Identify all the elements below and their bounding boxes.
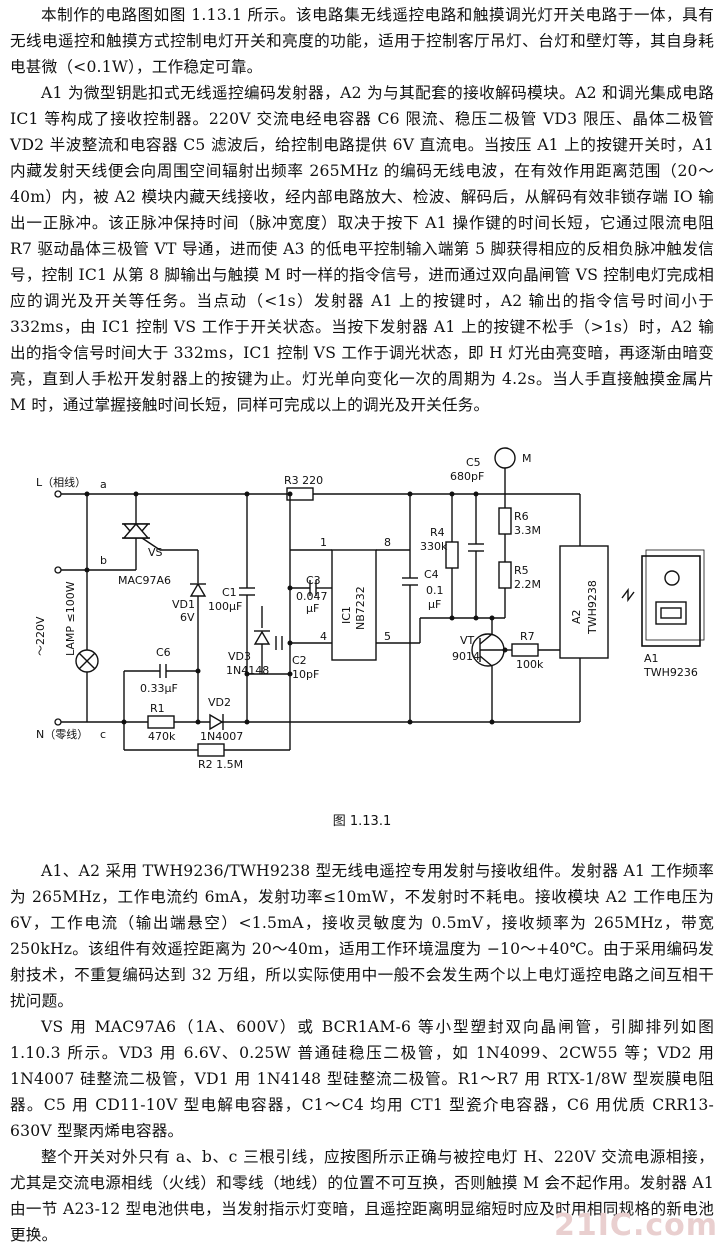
label-a1-model: TWH9236 xyxy=(643,666,698,679)
label-r5: R5 xyxy=(514,564,529,577)
label-node-a: a xyxy=(100,478,107,491)
paragraph-components-list: VS 用 MAC97A6（1A、600V）或 BCR1AM-6 等小型塑封双向晶… xyxy=(10,1018,714,1140)
label-r5-value: 2.2M xyxy=(514,578,541,591)
label-ic1-model: NB7232 xyxy=(354,586,367,630)
label-N-line: N（零线） xyxy=(36,727,88,741)
figure-caption: 图 1.13.1 xyxy=(332,814,392,829)
paragraph-intro: 本制作的电路图如图 1.13.1 所示。该电路集无线遥控电路和触摸调光灯开关电路… xyxy=(10,6,714,76)
label-c6-value: 0.33μF xyxy=(140,682,178,695)
label-lamp: LAMP ≤100W xyxy=(64,581,77,656)
label-node-b: b xyxy=(100,554,107,567)
label-vs: VS xyxy=(148,546,163,559)
label-ic1: IC1 xyxy=(340,606,353,624)
paragraph-wiring-notes: 整个开关对外只有 a、b、c 三根引线，应按图所示正确与被控电灯 H、220V … xyxy=(10,1148,714,1244)
label-node-c: c xyxy=(100,728,106,741)
label-c1-value: 100μF xyxy=(208,600,242,613)
watermark-logo: 21IC.com xyxy=(554,1208,718,1243)
label-c1: C1 xyxy=(222,586,237,599)
label-a2: A2 xyxy=(570,609,583,624)
label-r4: R4 xyxy=(430,526,445,539)
label-vs-model: MAC97A6 xyxy=(118,574,171,587)
label-m: M xyxy=(522,452,532,465)
label-r7-value: 100k xyxy=(516,658,544,671)
label-L-line: L（相线） xyxy=(36,475,86,489)
label-vd1: VD1 xyxy=(172,598,195,611)
label-c6: C6 xyxy=(156,646,171,659)
label-pin4: 4 xyxy=(320,630,327,643)
label-pin5: 5 xyxy=(384,630,391,643)
label-r4-value: 330k xyxy=(420,540,448,553)
label-c2: C2 xyxy=(292,654,307,667)
paragraph-working-principle: A1 为微型钥匙扣式无线遥控编码发射器，A2 为与其配套的接收解码模块。A2 和… xyxy=(10,84,714,414)
label-c5: C5 xyxy=(466,456,481,469)
label-vd3-value: 1N4148 xyxy=(226,664,269,677)
label-vd3: VD3 xyxy=(228,650,251,663)
label-c3-unit: μF xyxy=(306,602,319,615)
label-a1: A1 xyxy=(644,652,659,665)
label-c2-value: 10pF xyxy=(292,668,319,681)
label-vt-value: 9014 xyxy=(452,650,480,663)
label-a2-model: TWH9238 xyxy=(586,580,599,635)
label-c5-value: 680pF xyxy=(450,470,484,483)
label-r1-value: 470k xyxy=(148,730,176,743)
label-c3: C3 xyxy=(306,574,321,587)
label-vd1-value: 6V xyxy=(180,611,195,624)
label-pin8: 8 xyxy=(384,536,391,549)
label-c4-value: 0.1 xyxy=(426,584,444,597)
label-r3: R3 220 xyxy=(284,474,323,487)
label-c4: C4 xyxy=(424,568,439,581)
label-r7: R7 xyxy=(520,630,535,643)
paragraph-components-a1-a2: A1、A2 采用 TWH9236/TWH9238 型无线电遥控专用发射与接收组件… xyxy=(10,862,714,1010)
label-vd2-value: 1N4007 xyxy=(200,730,243,743)
label-vd2: VD2 xyxy=(208,696,231,709)
label-r6-value: 3.3M xyxy=(514,524,541,537)
label-pin1: 1 xyxy=(320,536,327,549)
label-ac-supply: ～220V xyxy=(34,616,47,656)
label-c3-value: 0.047 xyxy=(296,590,328,603)
label-r2: R2 1.5M xyxy=(198,758,243,771)
label-vt: VT xyxy=(460,634,475,647)
label-r6: R6 xyxy=(514,510,529,523)
label-r1: R1 xyxy=(150,702,165,715)
label-c4-unit: μF xyxy=(428,598,441,611)
circuit-diagram: L（相线） a b c N（零线） ～220V LAMP ≤100W VS MA… xyxy=(34,447,705,771)
